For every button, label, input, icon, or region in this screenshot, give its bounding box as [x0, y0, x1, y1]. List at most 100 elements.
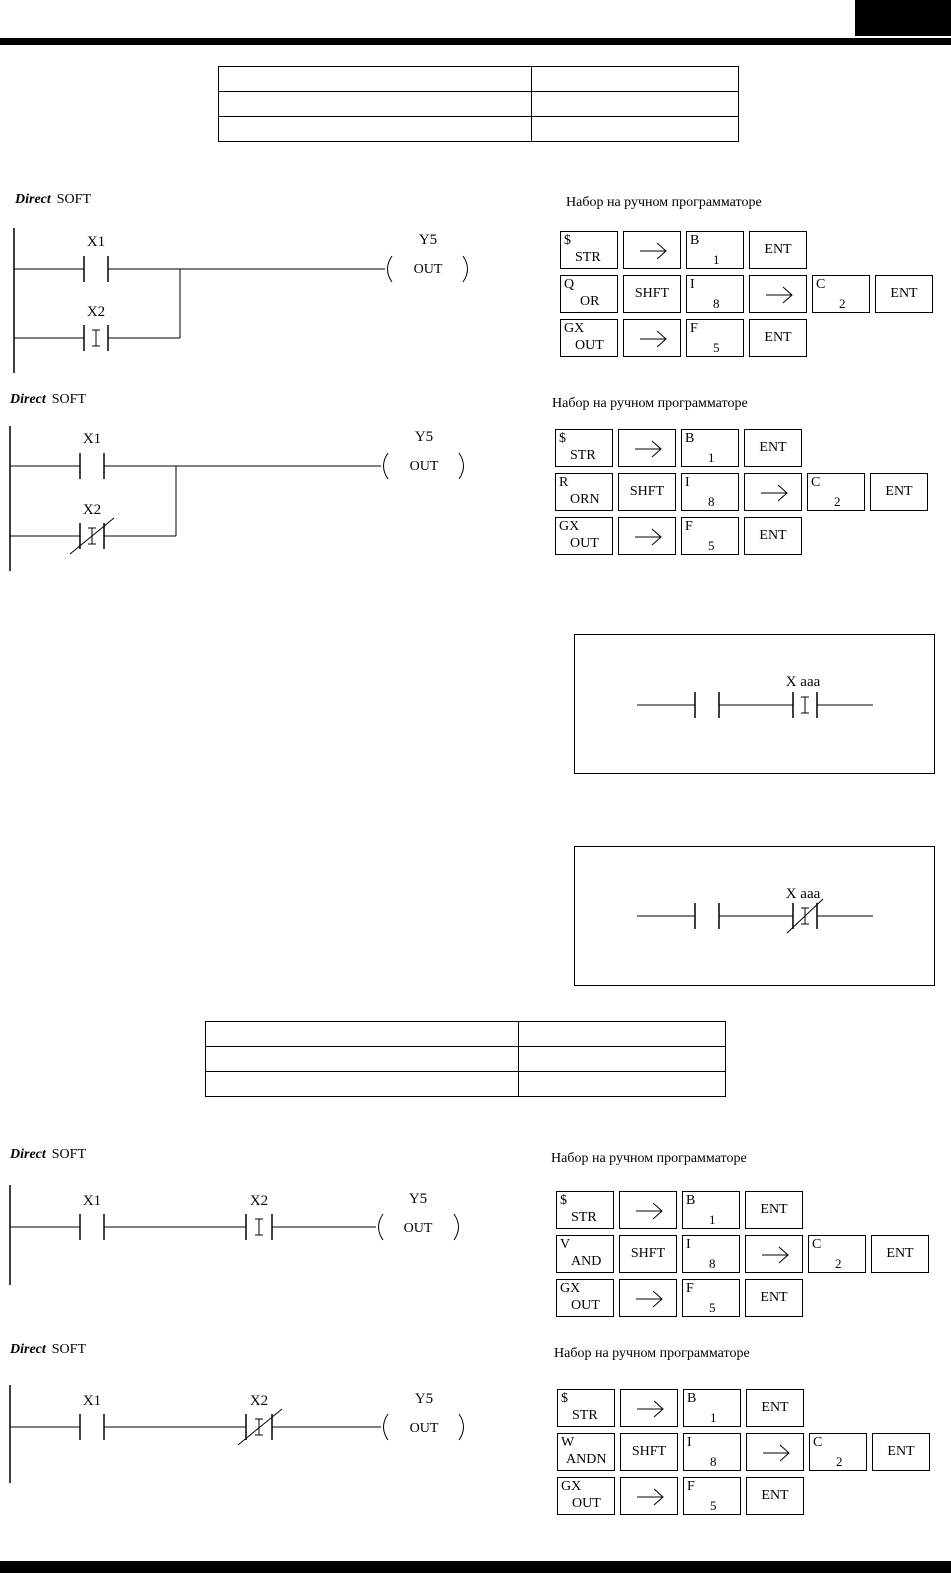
table-row — [205, 1021, 726, 1047]
table-row — [218, 116, 739, 142]
instruction-table-2 — [205, 1021, 726, 1097]
coil-y5-label: Y5 — [415, 429, 433, 445]
arrow-right-icon — [763, 1444, 790, 1462]
arrow-right-icon — [640, 330, 667, 348]
key-arrow[interactable] — [623, 231, 681, 269]
handheld-programmer-title: Набор на ручном программаторе — [552, 396, 748, 411]
key-str[interactable]: $STR — [555, 429, 613, 467]
key-arrow[interactable] — [746, 1433, 804, 1471]
key-arrow[interactable] — [618, 517, 676, 555]
arrow-right-icon — [635, 528, 662, 546]
arrow-right-icon — [766, 286, 793, 304]
key-ent[interactable]: ENT — [749, 319, 807, 357]
symbol-box-andn-immediate: X aaa — [574, 846, 935, 986]
key-ent[interactable]: ENT — [744, 517, 802, 555]
symbol-box-and-immediate: X aaa — [574, 634, 935, 774]
key-str[interactable]: $STR — [556, 1191, 614, 1229]
key-arrow[interactable] — [620, 1477, 678, 1515]
key-arrow[interactable] — [745, 1235, 803, 1273]
key-ent[interactable]: ENT — [746, 1477, 804, 1515]
coil-y5-label: Y5 — [415, 1391, 433, 1407]
ladder-rung-and: X1 X2 Y5 OUT — [9, 1185, 459, 1285]
footer-rule — [0, 1561, 951, 1573]
key-ent[interactable]: ENT — [745, 1191, 803, 1229]
key-shft[interactable]: SHFT — [623, 275, 681, 313]
coil-out-label: OUT — [410, 1421, 439, 1436]
contact-x1-label: X1 — [83, 1393, 101, 1409]
arrow-right-icon — [762, 1246, 789, 1264]
contact-x2-label: X2 — [83, 502, 101, 518]
coil-y5-label: Y5 — [419, 232, 437, 248]
header-rule — [0, 38, 951, 45]
key-arrow[interactable] — [744, 473, 802, 511]
key-str[interactable]: $STR — [557, 1389, 615, 1427]
key-ent[interactable]: ENT — [875, 275, 933, 313]
ladder-rung-or: X1 Y5 OUT X2 — [13, 228, 468, 373]
coil-out-label: OUT — [414, 262, 443, 277]
key-arrow[interactable] — [749, 275, 807, 313]
key-arrow[interactable] — [618, 429, 676, 467]
key-shft[interactable]: SHFT — [620, 1433, 678, 1471]
key-shft[interactable]: SHFT — [618, 473, 676, 511]
ladder-rung-orn: X1 Y5 OUT X2 — [9, 426, 464, 571]
key-shft[interactable]: SHFT — [619, 1235, 677, 1273]
key-ent[interactable]: ENT — [871, 1235, 929, 1273]
key-ent[interactable]: ENT — [744, 429, 802, 467]
page-number-tab — [855, 0, 951, 36]
table-row — [205, 1071, 726, 1097]
key-ent[interactable]: ENT — [872, 1433, 930, 1471]
key-ent[interactable]: ENT — [745, 1279, 803, 1317]
arrow-right-icon — [635, 440, 662, 458]
table-row — [218, 66, 739, 92]
instruction-table-1 — [218, 66, 739, 142]
contact-x2-label: X2 — [250, 1193, 268, 1209]
key-ent[interactable]: ENT — [749, 231, 807, 269]
symbol-operand-label: X aaa — [786, 674, 821, 690]
contact-x1-label: X1 — [87, 234, 105, 250]
contact-x1-label: X1 — [83, 1193, 101, 1209]
arrow-right-icon — [637, 1488, 664, 1506]
handheld-programmer-title: Набор на ручном программаторе — [554, 1346, 750, 1361]
coil-y5-label: Y5 — [409, 1191, 427, 1207]
key-ent[interactable]: ENT — [746, 1389, 804, 1427]
key-arrow[interactable] — [623, 319, 681, 357]
table-row — [205, 1046, 726, 1072]
coil-out-label: OUT — [410, 459, 439, 474]
key-arrow[interactable] — [620, 1389, 678, 1427]
key-str[interactable]: $STR — [560, 231, 618, 269]
key-ent[interactable]: ENT — [870, 473, 928, 511]
symbol-operand-label: X aaa — [786, 886, 821, 902]
key-arrow[interactable] — [619, 1279, 677, 1317]
key-arrow[interactable] — [619, 1191, 677, 1229]
ladder-rung-andn: X1 X2 Y5 OUT — [9, 1385, 464, 1483]
contact-x2-label: X2 — [250, 1393, 268, 1409]
